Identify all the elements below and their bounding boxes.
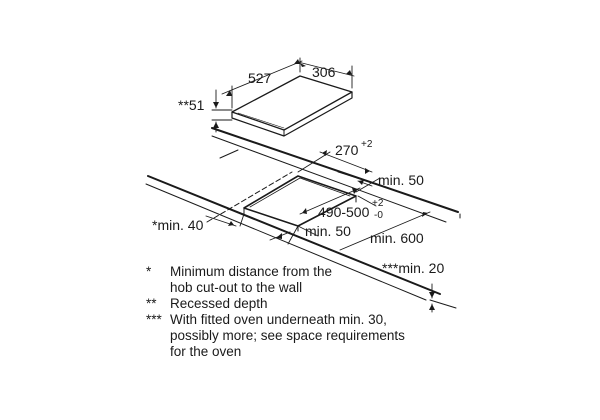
min-front-label: min. 50: [305, 223, 351, 239]
cutout-width-label: 490-500: [318, 204, 370, 220]
footnote-mark: **: [146, 296, 157, 311]
footnotes: * Minimum distance from the hob cut-out …: [146, 264, 446, 360]
footnote-mark: ***: [146, 312, 162, 327]
hob-height-label: **51: [178, 97, 205, 113]
dimension-labels: 527 306 **51 270 +2 min. 50 490-500 +2 -…: [152, 64, 444, 276]
wall-reference-dashed: [206, 171, 293, 223]
footnote-mark: *: [146, 264, 152, 279]
cutout-depth-label: 270: [335, 142, 359, 158]
cutout-width-tolerance-upper: +2: [372, 198, 384, 209]
footnote: ** Recessed depth: [146, 296, 446, 312]
footnote: * Minimum distance from the hob cut-out …: [146, 264, 446, 296]
footnote-text: Minimum distance from the hob cut-out to…: [170, 264, 333, 295]
cutout-depth-tolerance: +2: [361, 139, 373, 150]
hob-width-label: 527: [248, 70, 272, 86]
hob-cutout: [243, 175, 357, 232]
min-below-label: ***min. 20: [382, 260, 444, 276]
footnote-text: Recessed depth: [170, 296, 268, 311]
hob-depth-label: 306: [312, 64, 336, 80]
cutout-width-tolerance-lower: -0: [374, 210, 383, 221]
footnote-text: With fitted oven underneath min. 30, pos…: [170, 312, 405, 359]
footnote: *** With fitted oven underneath min. 30,…: [146, 312, 446, 360]
hob-appliance: [231, 75, 353, 137]
min-side-label: *min. 40: [152, 217, 204, 233]
hob-arrowheads: [213, 59, 352, 128]
cutout-arrowheads: [228, 150, 435, 310]
min-worktop-label: min. 600: [370, 230, 424, 246]
worktop: [145, 127, 461, 309]
min-back-label: min. 50: [378, 172, 424, 188]
